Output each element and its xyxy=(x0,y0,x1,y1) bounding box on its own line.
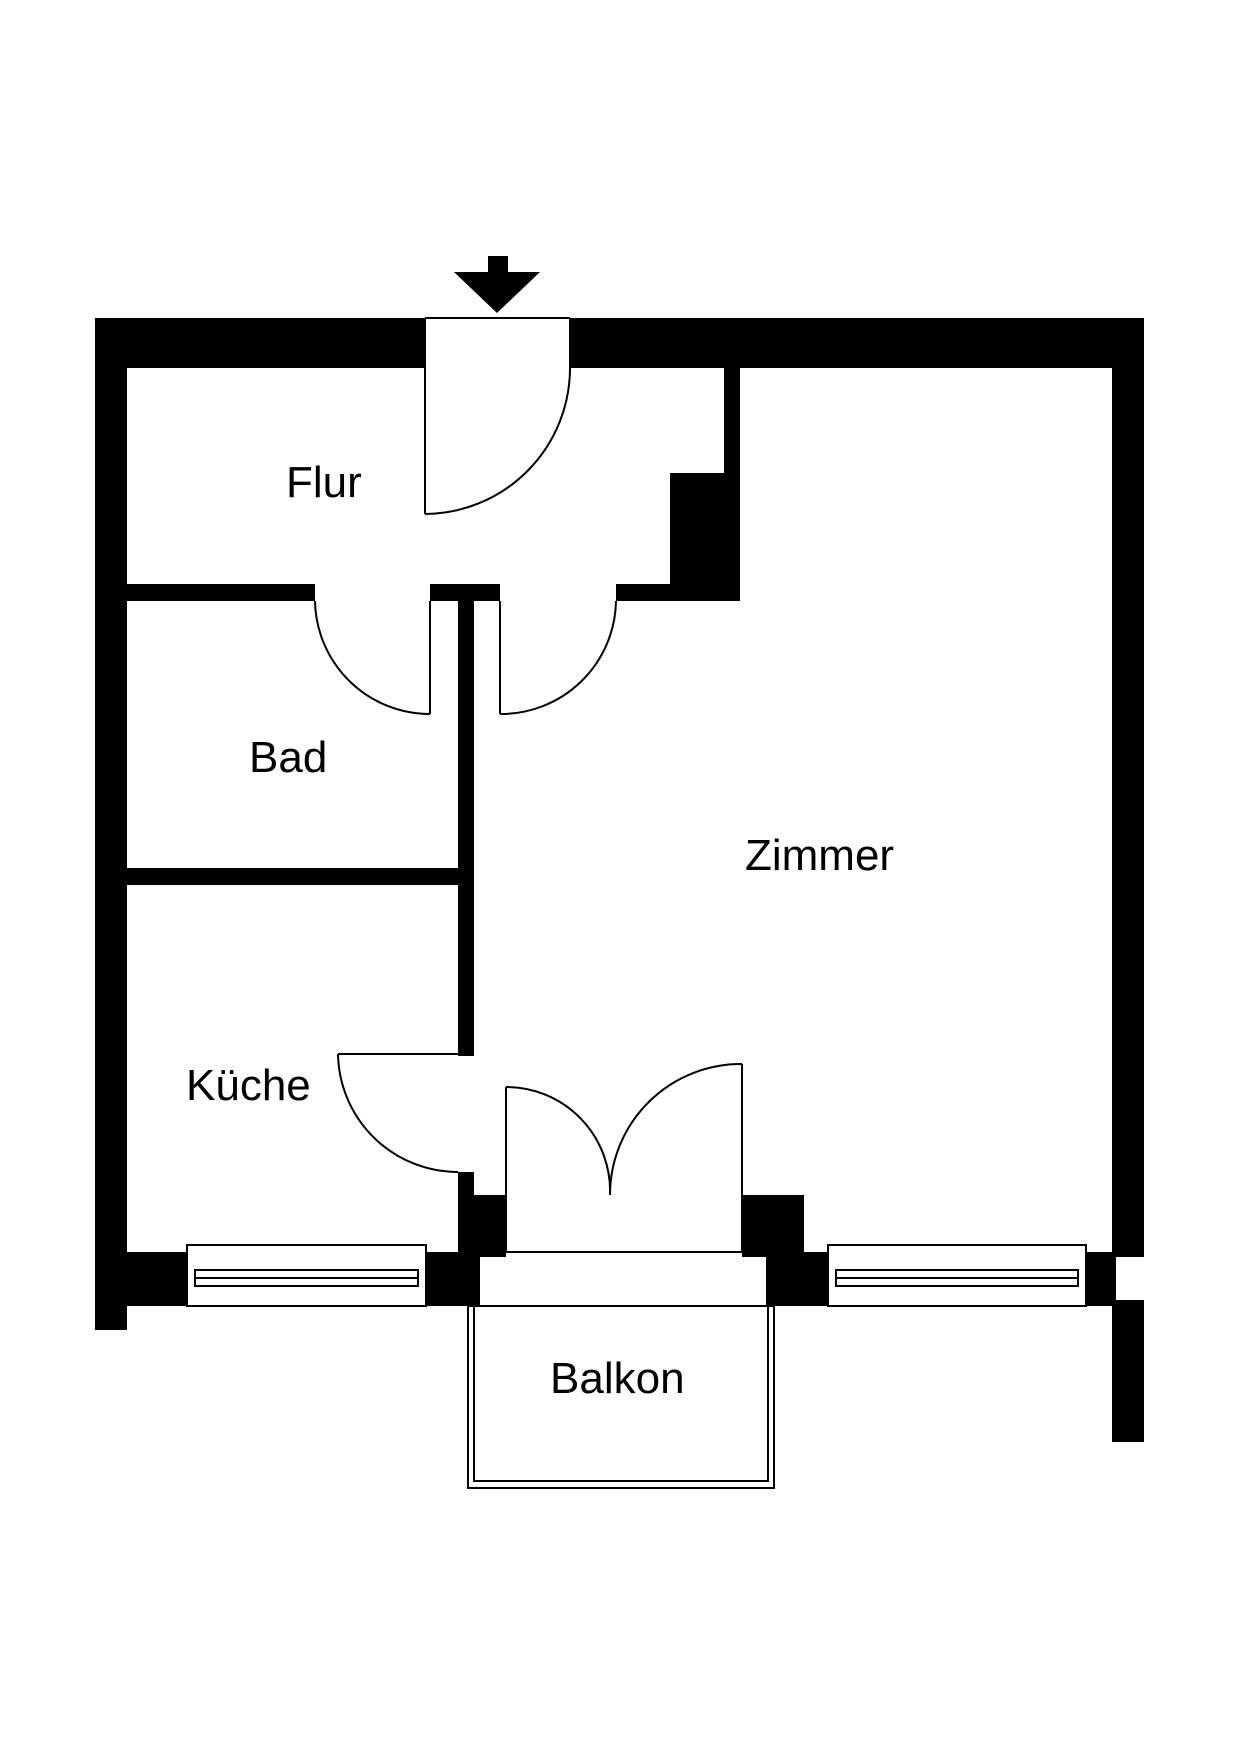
window-zimmer xyxy=(827,1244,1087,1307)
door-kueche xyxy=(337,1053,459,1173)
interior-walls xyxy=(125,365,1116,1306)
room-label-balkon: Balkon xyxy=(550,1354,685,1403)
room-label-zimmer: Zimmer xyxy=(745,831,894,880)
room-label-bad: Bad xyxy=(249,733,327,782)
door-balkon xyxy=(505,1062,743,1253)
balcony-railing xyxy=(467,1305,775,1489)
exterior-walls xyxy=(95,318,1144,1442)
door-entrance xyxy=(424,317,571,515)
door-zimmer xyxy=(499,600,617,716)
room-label-kueche: Küche xyxy=(186,1061,311,1110)
room-label-flur: Flur xyxy=(286,458,362,507)
window-kueche xyxy=(186,1244,427,1307)
entrance-arrow-icon xyxy=(454,256,540,313)
door-bad xyxy=(314,600,431,715)
